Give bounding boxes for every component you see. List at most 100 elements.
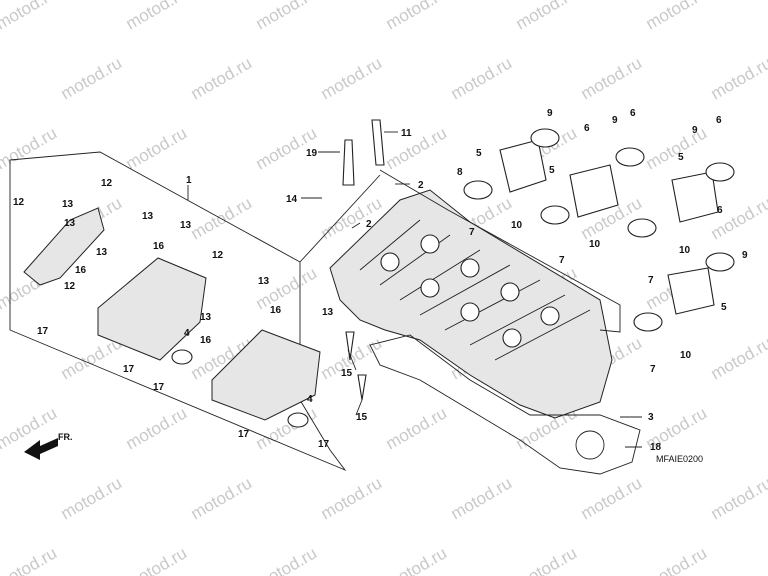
o-ring-4b: [287, 412, 309, 428]
watermark-text: motod.ru: [58, 473, 126, 523]
watermark-text: motod.ru: [513, 543, 581, 576]
callout-17c: 17: [153, 382, 165, 393]
watermark-text: motod.ru: [383, 123, 451, 173]
left-assembly-frame: [9, 151, 347, 472]
watermark-text: motod.ru: [708, 473, 768, 523]
callout-16d: 16: [200, 335, 212, 346]
callout-5a: 5: [476, 148, 482, 159]
callout-5c: 5: [678, 152, 684, 163]
callout-6c: 6: [716, 115, 722, 126]
tensioner-bracket: [23, 207, 105, 286]
callout-6a: 6: [584, 123, 590, 134]
callout-3: 3: [648, 412, 654, 423]
front-direction-arrow: FR.: [24, 432, 73, 460]
callout-14: 14: [286, 194, 298, 205]
watermark-text: motod.ru: [448, 53, 516, 103]
watermark-text: motod.ru: [643, 123, 711, 173]
callout-2-top: 2: [418, 180, 424, 191]
callout-11: 11: [401, 128, 412, 139]
callout-7a: 7: [469, 227, 475, 238]
watermark-text: motod.ru: [643, 0, 711, 33]
callout-4a: 4: [184, 328, 190, 339]
callout-10c: 10: [679, 245, 691, 256]
callout-13c: 13: [142, 211, 154, 222]
cylinder-head-detail: [359, 219, 591, 361]
callout-9a: 9: [547, 108, 553, 119]
callout-13g: 13: [200, 312, 212, 323]
callout-15a: 15: [341, 368, 353, 379]
callout-12d: 12: [212, 250, 224, 261]
watermark-text: motod.ru: [383, 403, 451, 453]
watermark-text: motod.ru: [708, 53, 768, 103]
callout-12c: 12: [64, 281, 76, 292]
watermark-text: motod.ru: [253, 0, 321, 33]
callout-17e: 17: [318, 439, 330, 450]
watermark-text: motod.ru: [188, 53, 256, 103]
watermark-text: motod.ru: [58, 53, 126, 103]
callout-13a: 13: [62, 199, 74, 210]
gasket-bore: [575, 430, 605, 460]
callout-2-mid: 2: [366, 219, 372, 230]
callout-19: 19: [306, 148, 318, 159]
watermark-text: motod.ru: [318, 53, 386, 103]
callout-15b: 15: [356, 412, 368, 423]
callout-5d: 5: [721, 302, 727, 313]
callout-18: 18: [650, 442, 662, 453]
stud-bolt-11: [371, 119, 385, 166]
watermark-text: motod.ru: [513, 0, 581, 33]
watermark-text: motod.ru: [253, 543, 321, 576]
callout-10d: 10: [680, 350, 692, 361]
cam-holder-2: [211, 329, 321, 421]
callout-7b: 7: [559, 255, 565, 266]
watermark-text: motod.ru: [0, 0, 60, 33]
callout-17b: 17: [123, 364, 135, 375]
watermark-text: motod.ru: [123, 543, 191, 576]
callout-5b: 5: [549, 165, 555, 176]
insulators: [463, 128, 735, 332]
callout-labels: 1 2 2 3 4 4 5 5 5 5 6 6 6 6 7 7 7 7 8 9 …: [13, 108, 748, 453]
watermark-text: motod.ru: [708, 333, 768, 383]
cam-holder-1: [97, 257, 207, 361]
callout-16c: 16: [270, 305, 282, 316]
insulator-frame: [379, 169, 621, 333]
callout-12a: 12: [101, 178, 113, 189]
callout-13h: 13: [322, 307, 334, 318]
head-gasket: [369, 334, 641, 475]
watermark-text: motod.ru: [0, 123, 60, 173]
leader-lines: [187, 131, 642, 448]
callout-10b: 10: [589, 239, 601, 250]
watermark-text: motod.ru: [578, 473, 646, 523]
o-ring-4a: [171, 349, 193, 365]
watermark-text: motod.ru: [0, 543, 60, 576]
spark-plug: [342, 139, 355, 186]
frame-link-line: [299, 174, 381, 263]
callout-13d: 13: [96, 247, 108, 258]
watermark-text: motod.ru: [383, 543, 451, 576]
callout-4b: 4: [307, 394, 313, 405]
callout-12b: 12: [13, 197, 25, 208]
callout-7d: 7: [650, 364, 656, 375]
callout-7c: 7: [648, 275, 654, 286]
stud-bolt-15b: [357, 374, 367, 401]
callout-13e: 13: [180, 220, 192, 231]
watermark-text: motod.ru: [578, 53, 646, 103]
callout-17a: 17: [37, 326, 49, 337]
callout-17d: 17: [238, 429, 250, 440]
callout-9c: 9: [692, 125, 698, 136]
watermark-text: motod.ru: [253, 263, 321, 313]
watermark-text: motod.ru: [123, 123, 191, 173]
watermark-text: motod.ru: [123, 403, 191, 453]
callout-16a: 16: [153, 241, 165, 252]
stud-bolt-15a: [345, 331, 355, 361]
front-direction-label: FR.: [58, 432, 73, 442]
callout-13f: 13: [258, 276, 270, 287]
callout-8: 8: [457, 167, 463, 178]
callout-6d: 6: [717, 205, 723, 216]
watermark-text: motod.ru: [123, 0, 191, 33]
callout-6b: 6: [630, 108, 636, 119]
watermark-text: motod.ru: [188, 473, 256, 523]
callout-9d: 9: [742, 250, 748, 261]
watermark-text: motod.ru: [643, 543, 711, 576]
